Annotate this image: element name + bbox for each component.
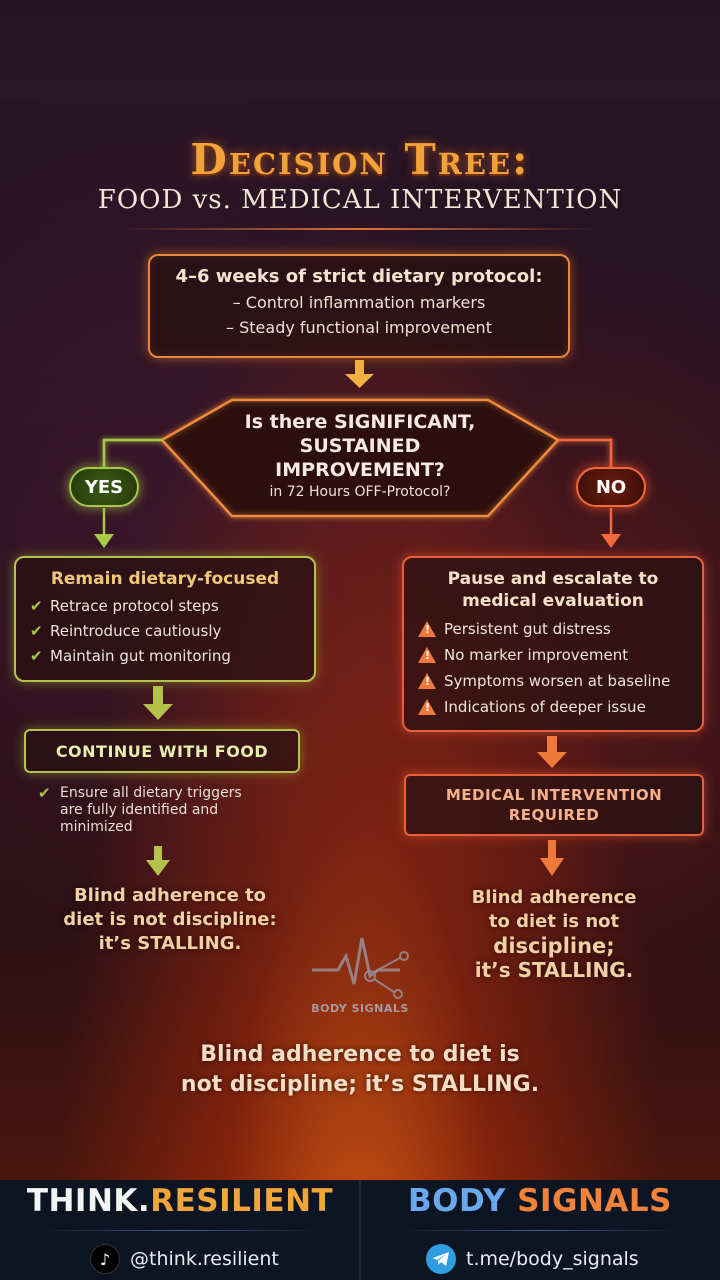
list-item: Symptoms worsen at baseline <box>418 672 688 690</box>
footer-rule-left <box>40 1230 320 1231</box>
top-band <box>0 0 720 100</box>
no-branch-line <box>558 438 613 467</box>
body-signals-watermark: BODY SIGNALS <box>300 932 420 1032</box>
telegram-handle: t.me/body_signals <box>466 1248 639 1270</box>
medical-intervention-box: MEDICAL INTERVENTION REQUIRED <box>404 774 704 836</box>
arrow-down-icon <box>537 736 567 768</box>
list-item: Indications of deeper issue <box>418 698 688 716</box>
bottom-message: Blind adherence to diet is not disciplin… <box>180 1042 540 1097</box>
continue-with-food-box: CONTINUE WITH FOOD <box>24 729 300 773</box>
no-conclusion: Blind adherence to diet is not disciplin… <box>471 887 637 982</box>
arrow-down-icon <box>94 534 114 548</box>
check-icon: ✔ <box>30 647 43 665</box>
warning-icon <box>418 621 436 637</box>
protocol-box: 4–6 weeks of strict dietary protocol: – … <box>148 254 570 358</box>
footer-divider <box>359 1180 361 1280</box>
footer-rule-right <box>400 1230 680 1231</box>
list-item: ✔Maintain gut monitoring <box>30 647 231 665</box>
no-branch-box: Pause and escalate to medical evaluation… <box>402 556 704 732</box>
check-icon: ✔ <box>30 597 43 615</box>
decision-question: Is there SIGNIFICANT, SUSTAINED IMPROVEM… <box>0 410 720 500</box>
check-icon: ✔ <box>30 622 43 640</box>
question-line: Is there SIGNIFICANT, <box>244 411 476 433</box>
warning-icon <box>418 647 436 663</box>
no-badge: NO <box>576 467 646 507</box>
ensure-note: ✔ Ensure all dietary triggers are fully … <box>38 784 242 836</box>
list-item: No marker improvement <box>418 646 688 664</box>
page-title: Decision Tree: <box>190 135 530 184</box>
question-line: IMPROVEMENT? <box>275 459 445 481</box>
arrow-down-icon <box>345 360 374 388</box>
question-line: SUSTAINED <box>299 435 421 457</box>
check-icon: ✔ <box>38 784 51 802</box>
no-branch-heading: Pause and escalate to medical evaluation <box>447 569 659 611</box>
yes-branch-line <box>102 438 162 467</box>
question-subline: in 72 Hours OFF-Protocol? <box>269 484 451 500</box>
page-subtitle: FOOD vs. MEDICAL INTERVENTION <box>97 185 623 215</box>
yes-branch-heading: Remain dietary-focused <box>50 569 280 589</box>
warning-icon <box>418 673 436 689</box>
protocol-heading: 4–6 weeks of strict dietary protocol: <box>175 266 543 287</box>
tiktok-handle: @think.resilient <box>130 1248 279 1270</box>
list-item: ✔Reintroduce cautiously <box>30 622 222 640</box>
tiktok-link[interactable]: ♪ @think.resilient <box>90 1244 279 1274</box>
arrow-down-icon <box>143 686 173 720</box>
protocol-line: – Steady functional improvement <box>226 318 492 337</box>
arrow-down-icon <box>601 534 621 548</box>
think-resilient-brand: THINK.RESILIENT <box>26 1183 334 1219</box>
list-item: ✔Retrace protocol steps <box>30 597 219 615</box>
heartbeat-icon <box>312 937 409 999</box>
flow-connectors <box>94 360 621 876</box>
body-signals-brand: BODY SIGNALS <box>407 1183 673 1219</box>
yes-branch-box: Remain dietary-focused ✔Retrace protocol… <box>14 556 316 682</box>
title-divider <box>120 228 600 230</box>
telegram-link[interactable]: t.me/body_signals <box>426 1244 639 1274</box>
protocol-line: – Control inflammation markers <box>232 293 486 312</box>
list-item: Persistent gut distress <box>418 620 688 638</box>
tiktok-icon: ♪ <box>90 1244 120 1274</box>
yes-conclusion: Blind adherence to diet is not disciplin… <box>63 885 277 954</box>
telegram-icon <box>426 1244 456 1274</box>
warning-icon <box>418 699 436 715</box>
yes-badge: YES <box>69 467 139 507</box>
watermark-text: BODY SIGNALS <box>311 1002 409 1015</box>
arrow-down-icon <box>540 840 564 876</box>
arrow-down-icon <box>146 846 170 876</box>
